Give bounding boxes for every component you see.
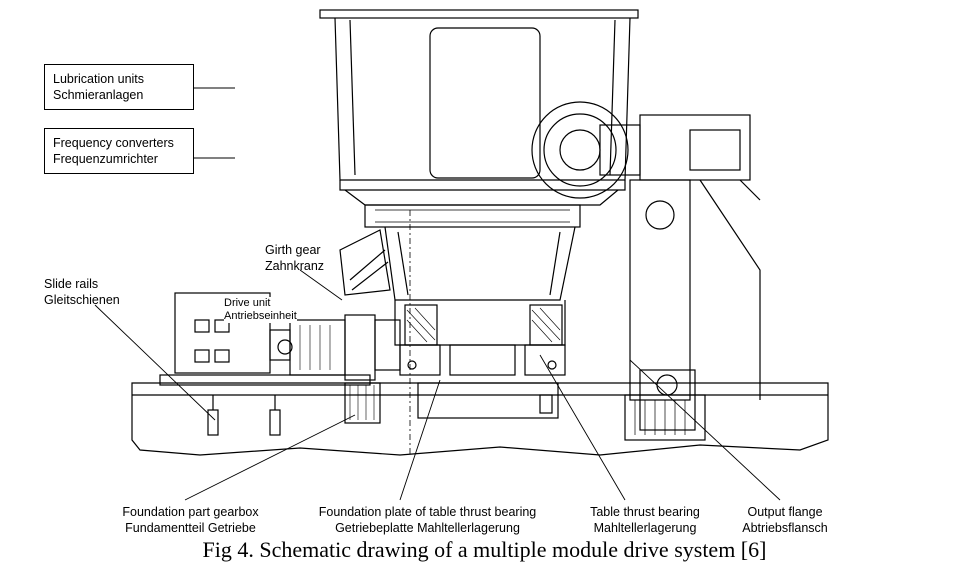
drive-unit — [174, 292, 401, 381]
foundation-base — [131, 374, 829, 456]
leader-lines — [94, 87, 781, 501]
output-flange-label: Output flange Abtriebsflansch — [725, 504, 845, 536]
foundation-plate-label: Foundation plate of table thrust bearing… — [300, 504, 555, 536]
thrust-bearing-en: Table thrust bearing — [590, 505, 700, 519]
frequency-en: Frequency converters — [53, 136, 174, 150]
frequency-de: Frequenzumrichter — [53, 152, 158, 166]
slide-rails-label: Slide rails Gleitschienen — [44, 276, 120, 308]
foundation-gearbox-label: Foundation part gearbox Fundamentteil Ge… — [108, 504, 273, 536]
grinding-roller — [531, 101, 761, 431]
thrust-bearing-de: Mahltellerlagerung — [593, 521, 697, 535]
foundation-gearbox-en: Foundation part gearbox — [122, 505, 259, 519]
girth-gear-de: Zahnkranz — [265, 259, 325, 273]
output-flange-de: Abtriebsflansch — [742, 521, 828, 535]
output-flange-en: Output flange — [747, 505, 823, 519]
figure-caption: Fig 4. Schematic drawing of a multiple m… — [202, 537, 767, 562]
foundation-plate-de: Getriebeplatte Mahltellerlagerung — [335, 521, 520, 535]
drive-unit-en: Drive unit — [224, 297, 271, 309]
girth-gear-en: Girth gear — [265, 243, 321, 257]
slide-rails-de: Gleitschienen — [44, 293, 120, 307]
drive-unit-label: Drive unit Antriebseinheit — [224, 297, 297, 323]
lubrication-en: Lubrication units — [53, 72, 145, 86]
slide-rails-en: Slide rails — [44, 277, 99, 291]
drive-unit-de: Antriebseinheit — [224, 310, 297, 322]
frequency-converters-label: Frequency converters Frequenzumrichter — [44, 128, 194, 174]
girth-gear-label: Girth gear Zahnkranz — [265, 242, 324, 274]
lubrication-de: Schmieranlagen — [53, 88, 144, 102]
mill-housing — [319, 9, 639, 206]
foundation-gearbox-de: Fundamentteil Getriebe — [125, 521, 256, 535]
grinding-table — [364, 204, 581, 376]
thrust-bearing-label: Table thrust bearing Mahltellerlagerung — [575, 504, 715, 536]
lubrication-units-label: Lubrication units Schmieranlagen — [44, 64, 194, 110]
bracket — [339, 229, 391, 296]
foundation-plate-en: Foundation plate of table thrust bearing — [318, 505, 537, 519]
